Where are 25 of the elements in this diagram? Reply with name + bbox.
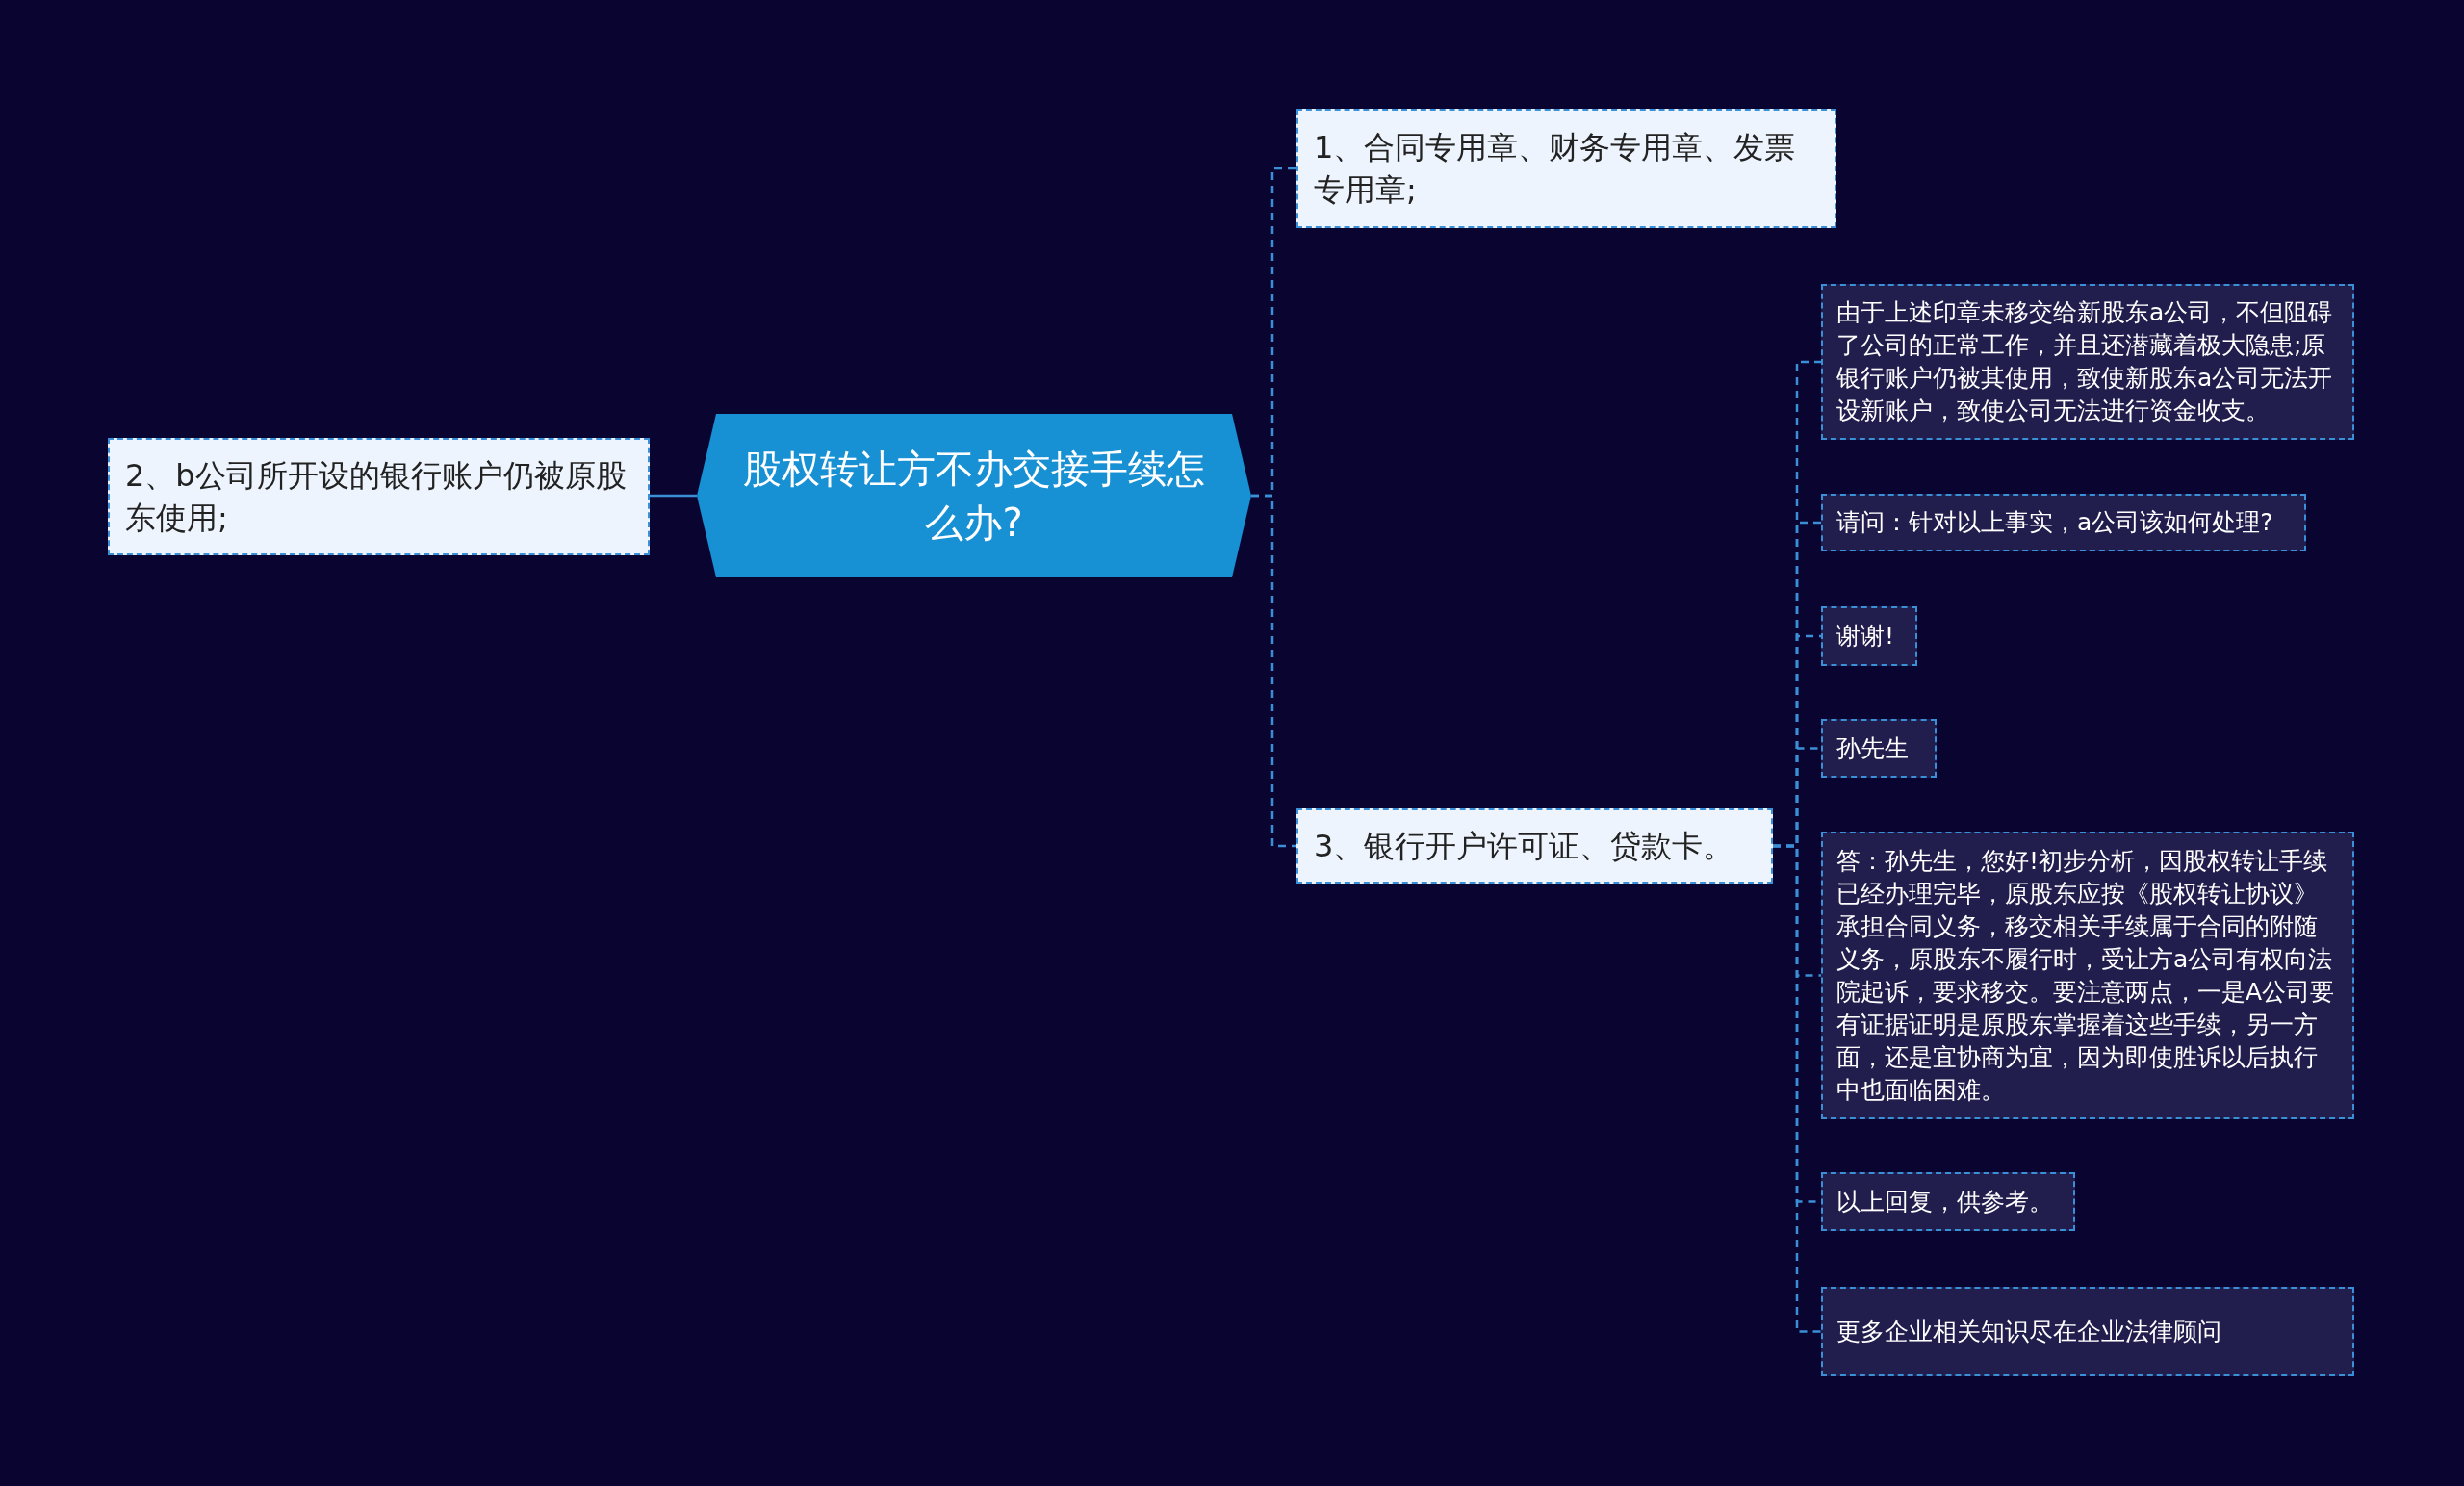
branch-topic (1296, 109, 1836, 228)
leaf-topic (1821, 719, 1937, 778)
branch-topic (108, 438, 650, 555)
leaf-topic (1821, 606, 1917, 666)
topic-text: 股权转让方不办交接手续怎么办? (742, 446, 1206, 547)
connector-line (650, 494, 697, 498)
connector-line (1251, 494, 1296, 848)
leaf-topic (1821, 1287, 2354, 1376)
topic-text: 2、b公司所开设的银行账户仍被原股东使用; (125, 456, 628, 538)
leaf-topic (1821, 832, 2354, 1119)
topic-text: 答：孙先生，您好!初步分析，因股权转让手续已经办理完毕，原股东应按《股权转让协议》承担合同义务，移交相关手续属于合同的附随义务，原股东不履行时，受让方a公司有权向法院起诉，要求移交。要注意两点，一是A公司要有证据证明是原股东掌握着这些手续，另一方面，还是宜协商为宜，因为即使胜诉以后执行中也面临困难。 (1836, 845, 2336, 1106)
topic-text: 以上回复，供参考。 (1836, 1186, 2053, 1217)
topic-text: 孙先生 (1836, 732, 1909, 764)
topic-text: 1、合同专用章、财务专用章、发票专用章; (1314, 128, 1797, 210)
leaf-topic (1821, 1172, 2075, 1231)
topic-text: 请问：针对以上事实，a公司该如何处理? (1836, 507, 2273, 538)
topic-text: 谢谢! (1836, 621, 1895, 652)
central-topic (697, 414, 1251, 577)
leaf-topic (1821, 494, 2306, 551)
topic-text: 3、银行开户许可证、贷款卡。 (1314, 827, 1734, 866)
topic-text: 更多企业相关知识尽在企业法律顾问 (1836, 1316, 2221, 1347)
branch-topic (1296, 808, 1773, 884)
connector-line (1773, 844, 1821, 1333)
topic-text: 由于上述印章未移交给新股东a公司，不但阻碍了公司的正常工作，并且还潜藏着极大隐患;原银行账户仍被其使用，致使新股东a公司无法开设新账户，致使公司无法进行资金收支。 (1836, 297, 2334, 426)
leaf-topic (1821, 284, 2354, 440)
